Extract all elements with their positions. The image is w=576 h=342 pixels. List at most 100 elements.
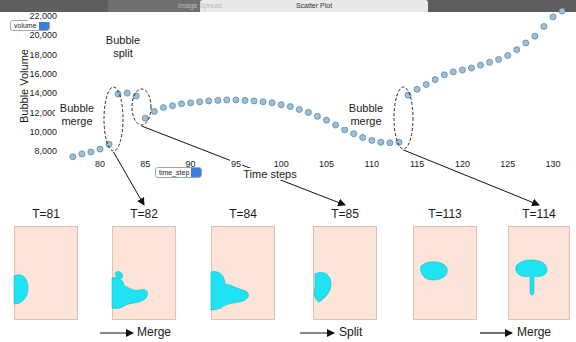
ellipse	[104, 87, 123, 151]
tab-label: Scatter Plot	[295, 2, 333, 10]
data-point	[233, 97, 239, 103]
annotation-text: Bubble merge	[343, 102, 389, 127]
data-point	[459, 67, 465, 73]
ellipse-outline	[103, 86, 124, 152]
bubble	[112, 277, 148, 308]
axis-title: Bubble Volume	[18, 48, 30, 124]
annotation-text: Bubble split	[103, 34, 143, 59]
tick-label: 8,000	[33, 147, 58, 157]
time-label: T=114	[522, 207, 555, 221]
panel-ground	[314, 227, 377, 320]
data-point	[478, 62, 484, 68]
dropdown-text: time_step	[159, 169, 189, 176]
ellipse-outline	[393, 86, 414, 150]
data-points	[70, 8, 565, 160]
annotation-text: Bubble merge	[55, 102, 99, 127]
panel-ground	[113, 227, 176, 320]
data-point	[151, 109, 157, 115]
tick-label: 12,000	[28, 109, 58, 119]
data-point	[423, 82, 429, 88]
data-point	[333, 122, 339, 128]
panel-illustration	[112, 226, 176, 320]
data-point	[287, 104, 293, 110]
time-label: T=82	[130, 207, 158, 221]
data-point	[296, 107, 302, 113]
tick-label: 16,000	[28, 70, 58, 80]
ellipse-outline	[131, 88, 152, 126]
split-arrow	[300, 332, 334, 333]
data-point	[215, 97, 221, 103]
dropdown-text: volume	[14, 22, 37, 29]
dropdown-arrow	[191, 168, 201, 177]
snapshot-panel: T=114	[508, 226, 570, 320]
data-point	[170, 103, 176, 109]
data-point	[242, 97, 248, 103]
tick-label: 85	[139, 160, 151, 170]
data-point	[441, 72, 447, 78]
data-point	[142, 115, 148, 121]
snapshot-panel: T=113	[413, 226, 477, 320]
annotation-ellipse: Bubble merge	[393, 86, 414, 150]
data-point	[79, 151, 85, 157]
data-point	[505, 53, 511, 59]
bubble	[211, 272, 249, 310]
panel-illustration	[508, 226, 570, 320]
time-label: T=84	[229, 207, 257, 221]
arrow-connector	[404, 150, 540, 205]
tick-label: 14,000	[28, 89, 58, 99]
tick-label: 115	[409, 160, 425, 170]
data-point	[469, 65, 475, 71]
panel-illustration	[14, 226, 78, 320]
tick-label: 80	[94, 160, 106, 170]
ellipse	[394, 87, 413, 149]
bubble	[115, 271, 122, 278]
snapshot-panel: T=85	[313, 226, 377, 320]
data-point	[550, 14, 556, 20]
data-point	[305, 109, 311, 115]
tick-label: 120	[454, 160, 471, 170]
data-point	[559, 8, 565, 14]
panel-ground	[212, 227, 275, 320]
panel-illustration	[313, 226, 377, 320]
tick-label: 125	[499, 160, 516, 170]
data-point	[351, 131, 357, 137]
panel-ground	[15, 227, 78, 320]
tick-label: 20,000	[28, 31, 58, 41]
tick-label: 105	[318, 160, 335, 170]
snapshot-panel: T=82	[112, 226, 176, 320]
tick-label: 130	[544, 160, 561, 170]
tick-label: 95	[230, 160, 242, 170]
data-point	[278, 102, 284, 108]
annotation-ellipse: Bubble merge	[103, 86, 124, 152]
panel-illustration	[211, 226, 275, 320]
tick-label: 18,000	[28, 51, 58, 61]
data-point	[160, 105, 166, 111]
data-point	[188, 100, 194, 106]
data-point	[314, 113, 320, 119]
bubble	[516, 260, 547, 295]
data-point	[70, 154, 76, 160]
step-label: Merge	[516, 326, 552, 339]
tick-label: 110	[364, 160, 380, 170]
axis-title: Time steps	[242, 168, 297, 180]
bubble	[314, 272, 331, 302]
data-point	[124, 90, 130, 96]
snapshot-panel: T=84	[211, 226, 275, 320]
dropdown-arrow	[39, 21, 49, 30]
data-point	[342, 127, 348, 133]
data-point	[324, 117, 330, 123]
panel-illustration	[413, 226, 477, 320]
tab-label: Image Spread	[177, 2, 223, 10]
time-label: T=81	[32, 207, 60, 221]
data-point	[387, 140, 393, 146]
time-label: T=85	[331, 207, 359, 221]
data-point	[514, 47, 520, 53]
panel-ground	[414, 227, 477, 320]
snapshot-panel: T=81	[14, 226, 78, 320]
tick-label: 22,000	[28, 12, 58, 22]
data-point	[251, 98, 257, 104]
data-point	[414, 86, 420, 92]
data-point	[369, 137, 375, 143]
data-point	[197, 99, 203, 105]
